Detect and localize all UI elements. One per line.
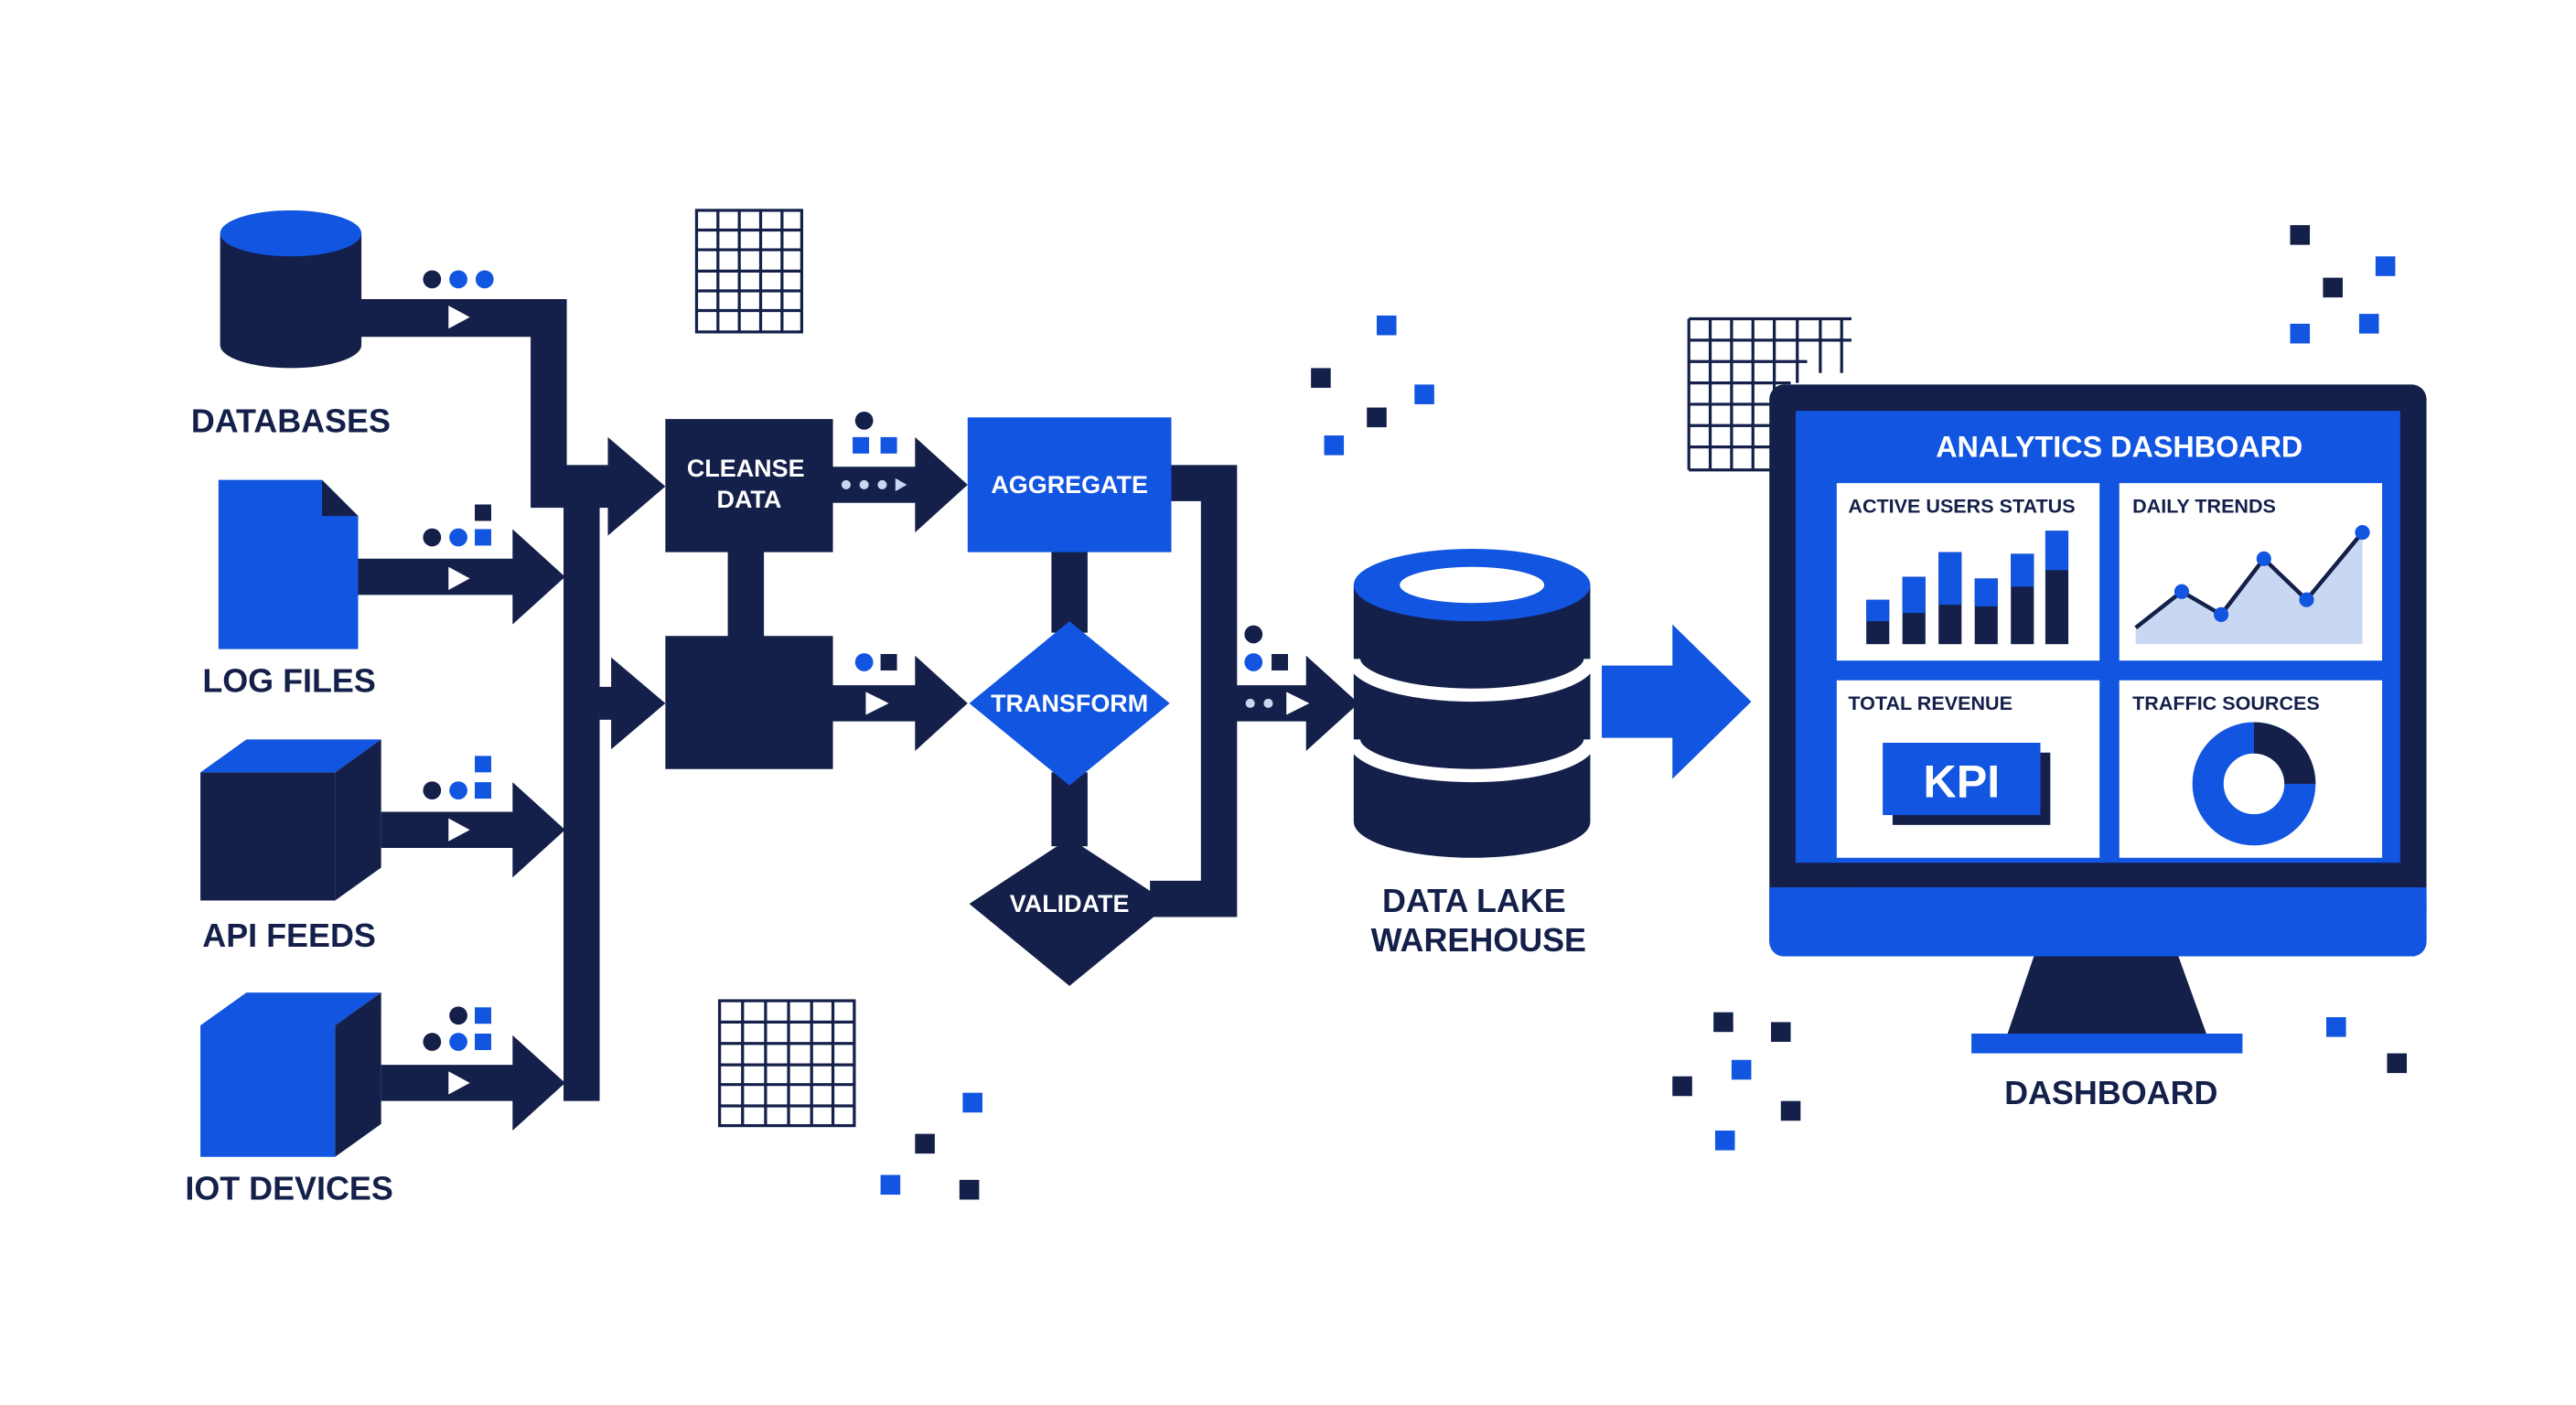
database-icon [220, 209, 362, 369]
grid-icon [1687, 316, 1852, 472]
flow-arrow-icon [865, 692, 1310, 715]
kpi-label: KPI [1923, 755, 2000, 807]
transform-label: TRANSFORM [991, 690, 1148, 717]
databases-label: DATABASES [191, 402, 391, 439]
dashboard-label: DASHBOARD [2004, 1074, 2217, 1111]
decorative-squares [880, 225, 2408, 1200]
data-packets [841, 412, 1288, 708]
total-revenue-title: TOTAL REVENUE [1848, 692, 2012, 714]
grid-icon [717, 999, 856, 1128]
data-lake-line-1: DATA LAKE [1382, 882, 1566, 919]
arrow-icon [1602, 624, 1752, 779]
api-feeds-label: API FEEDS [202, 917, 376, 954]
validate-diamond [969, 838, 1170, 986]
aggregate-label: AGGREGATE [991, 471, 1148, 499]
iot-devices-label: IOT DEVICES [185, 1169, 392, 1207]
dashboard-screen-title: ANALYTICS DASHBOARD [1936, 430, 2302, 463]
active-users-title: ACTIVE USERS STATUS [1848, 495, 2075, 518]
source-connectors [358, 298, 666, 1131]
document-icon [218, 479, 359, 649]
bar-chart-icon [1866, 531, 2069, 645]
flow-arrow-icon [448, 306, 470, 1095]
kpi-badge [1883, 743, 2041, 816]
cleanse-data-box [665, 419, 833, 552]
aggregate-box [967, 417, 1172, 552]
cube-icon [200, 992, 381, 1157]
staging-box [665, 636, 833, 769]
cleanse-line-1: CLEANSE [687, 455, 805, 482]
grid-icon [694, 209, 804, 334]
data-lake-icon [1347, 549, 1597, 858]
validate-label: VALIDATE [1010, 890, 1130, 917]
cleanse-line-2: DATA [717, 486, 782, 513]
line-chart-icon [2134, 524, 2370, 645]
donut-chart-icon [2192, 722, 2316, 846]
log-files-label: LOG FILES [202, 661, 375, 699]
cleanse-data-label: CLEANSE DATA [687, 455, 811, 513]
data-packets [423, 270, 494, 1051]
transform-diamond [969, 621, 1170, 786]
cube-icon [200, 739, 381, 901]
data-lake-label: DATA LAKE WAREHOUSE [1371, 882, 1586, 959]
daily-trends-title: DAILY TRENDS [2132, 495, 2276, 518]
traffic-sources-title: TRAFFIC SOURCES [2132, 692, 2320, 714]
data-lake-line-2: WAREHOUSE [1371, 921, 1586, 959]
